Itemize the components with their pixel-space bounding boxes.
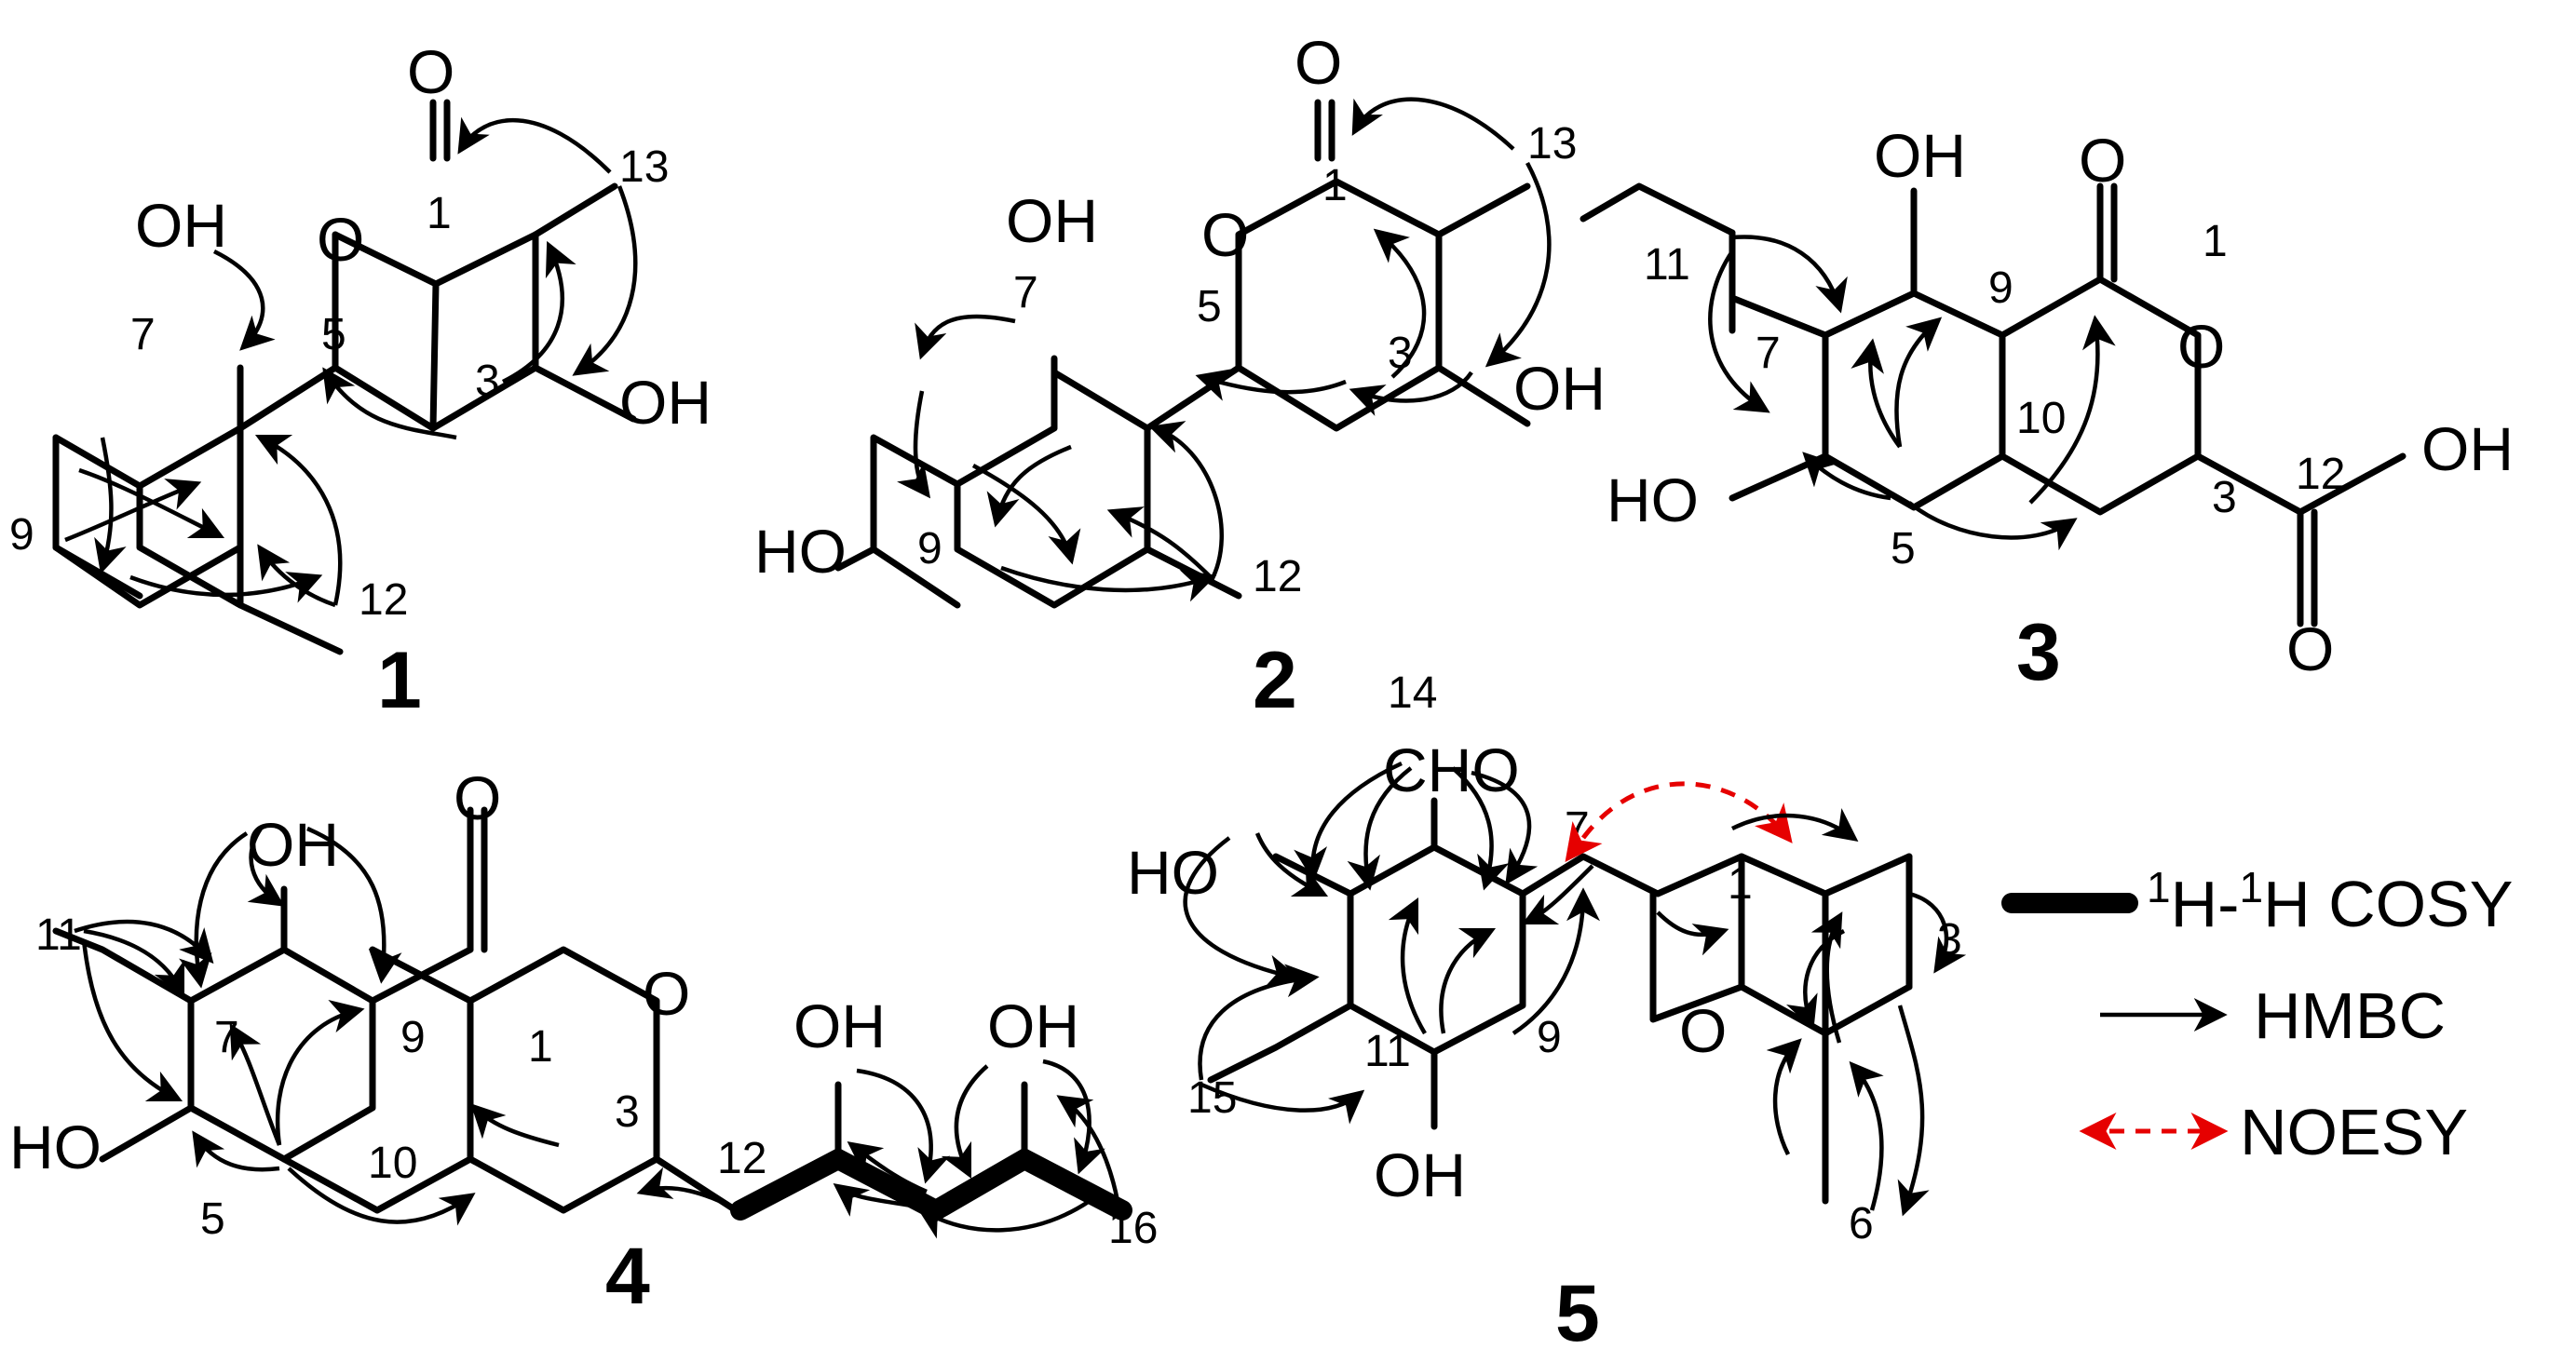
legend-cosy-label: 1H-1H COSY (2147, 863, 2513, 940)
compound-5-num-6: 15 (1187, 1073, 1237, 1123)
compound-5-atom-4: OH (1374, 1140, 1466, 1209)
legend: 1H-1H COSY HMBC NOESY (2001, 863, 2513, 1168)
compound-2-num-6: 9 (917, 524, 942, 573)
compound-1-num-2: 1 (427, 189, 452, 238)
compound-1-num-6: 9 (9, 510, 34, 560)
compound-5-noesy-arrow (1565, 781, 1793, 862)
compound-2-atom-2: O (1201, 200, 1249, 269)
compound-5: CHO HO O OH 14 7 1 3 11 15 9 6 5 (1127, 668, 1967, 1349)
compound-1-num-3: 7 (130, 310, 156, 359)
compound-2-num-7: 12 (1253, 552, 1302, 601)
compound-2-atom-3: OH (1006, 186, 1098, 255)
compound-2-atom-1: O (1295, 28, 1342, 97)
compound-4-atom-5: OH (987, 992, 1079, 1060)
compound-3-num-2: 1 (2203, 217, 2228, 266)
compound-3-atom-6: O (2286, 614, 2334, 683)
compound-1-id: 1 (377, 636, 422, 725)
compound-1-bonds (52, 99, 637, 655)
compound-2-atom-4: OH (1513, 354, 1606, 423)
compound-4-num-5: 3 (615, 1087, 640, 1137)
compound-2: O O OH OH HO 13 1 7 5 3 9 12 2 (754, 28, 1606, 725)
compound-4-atom-4: OH (793, 992, 886, 1060)
compound-1: O O OH OH 13 1 7 5 3 9 12 1 (9, 37, 712, 725)
compound-1-atom-4: OH (619, 368, 712, 437)
legend-cosy-sup-1: 1 (2147, 863, 2171, 911)
compound-3-atom-1: OH (1874, 121, 1966, 190)
legend-cosy-h2: H COSY (2263, 868, 2513, 940)
compound-4-atom-1: OH (247, 810, 339, 879)
compound-3-num-6: 12 (2296, 450, 2345, 499)
compound-5-num-3: 1 (1728, 859, 1753, 909)
compound-2-atom-5: HO (754, 517, 847, 586)
compound-5-num-7: 9 (1537, 1013, 1562, 1062)
compound-3-num-3: 9 (1988, 263, 2013, 313)
compound-5-atom-2: HO (1127, 838, 1219, 907)
compound-1-hmbc-arrows (64, 116, 638, 608)
compound-4-num-6: 12 (717, 1134, 766, 1183)
compound-2-id: 2 (1253, 636, 1297, 725)
compound-3-num-4: 7 (1756, 329, 1781, 378)
compound-4-id: 4 (605, 1232, 650, 1321)
compound-4: OH O O OH OH HO 11 7 9 1 3 12 10 5 16 4 (9, 763, 1158, 1321)
legend-cosy-h1: H- (2171, 868, 2240, 940)
compound-1-num-4: 5 (321, 310, 346, 359)
compound-3: OH O O OH HO O 11 1 9 7 10 12 3 5 3 (1579, 121, 2514, 697)
compound-5-hmbc-arrows (1183, 761, 1967, 1217)
compound-4-num-8: 5 (200, 1194, 225, 1244)
compound-4-bonds (52, 806, 1132, 1222)
compound-3-num-8: 5 (1891, 524, 1916, 573)
compound-1-atom-3: OH (135, 191, 227, 260)
compound-5-num-1: 14 (1388, 668, 1437, 718)
compound-5-num-8: 6 (1849, 1199, 1874, 1248)
compound-1-num-5: 3 (475, 357, 500, 406)
compound-2-num-1: 13 (1527, 119, 1577, 169)
compound-4-num-3: 9 (400, 1013, 426, 1062)
compound-1-atom-1: O (407, 37, 454, 106)
compound-3-bonds (1579, 182, 2407, 627)
compound-5-id: 5 (1555, 1269, 1600, 1349)
compound-4-hmbc-arrows (74, 826, 1120, 1239)
compound-3-num-1: 11 (1644, 240, 1690, 290)
compound-2-num-3: 7 (1013, 268, 1038, 317)
compound-2-num-2: 1 (1322, 161, 1348, 210)
compound-3-atom-3: O (2177, 312, 2225, 381)
compound-5-atom-1: CHO (1383, 735, 1520, 804)
compound-4-num-4: 1 (528, 1022, 553, 1072)
compound-4-num-1: 11 (35, 911, 82, 960)
compound-3-num-7: 3 (2212, 473, 2237, 522)
compound-3-atom-2: O (2079, 126, 2126, 195)
legend-hmbc-label: HMBC (2254, 979, 2446, 1052)
compound-3-atom-4: OH (2421, 414, 2514, 483)
compound-1-num-1: 13 (619, 142, 669, 192)
compound-5-num-2: 7 (1565, 803, 1590, 853)
compound-2-bonds (834, 99, 1531, 609)
compound-2-hmbc-arrows (897, 97, 1552, 602)
compound-3-hmbc-arrows (1708, 235, 2116, 551)
compound-5-atom-3: O (1679, 996, 1727, 1065)
compound-2-num-4: 5 (1197, 282, 1222, 331)
compound-4-atom-3: O (643, 959, 690, 1028)
compound-4-num-9: 16 (1108, 1204, 1158, 1253)
compound-3-atom-5: HO (1607, 465, 1699, 534)
compound-4-num-7: 10 (368, 1139, 417, 1188)
compound-3-num-5: 10 (2016, 394, 2066, 443)
legend-cosy-sup-2: 1 (2239, 863, 2263, 911)
compound-4-atom-6: HO (9, 1113, 102, 1181)
compound-1-num-7: 12 (359, 575, 408, 625)
compound-1-atom-2: O (317, 205, 364, 274)
compound-4-atom-2: O (454, 763, 501, 832)
compound-5-num-5: 11 (1364, 1027, 1411, 1076)
legend-noesy-label: NOESY (2240, 1096, 2468, 1168)
compound-3-id: 3 (2016, 608, 2061, 697)
